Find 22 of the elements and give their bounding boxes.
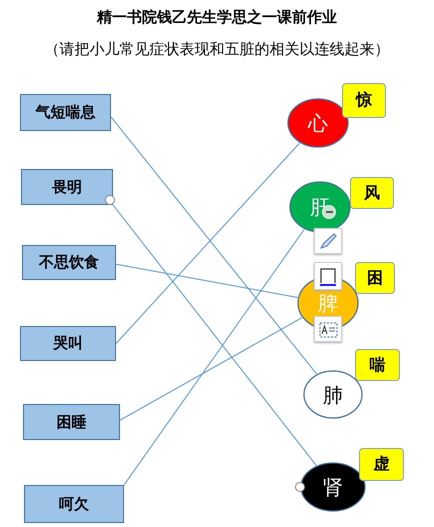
keyword-box: 风 bbox=[350, 177, 394, 209]
connector-line bbox=[112, 204, 317, 466]
organ-ellipse: 心 bbox=[287, 98, 349, 148]
keyword-box: 虚 bbox=[359, 448, 404, 481]
organ-ellipse: 肺 bbox=[303, 370, 363, 419]
symptom-box: 不思饮食 bbox=[22, 245, 116, 280]
symptom-box: 畏明 bbox=[21, 169, 113, 205]
symptom-box: 气短喘息 bbox=[20, 94, 111, 131]
connector-line bbox=[120, 317, 302, 421]
symptom-box: 呵欠 bbox=[24, 485, 124, 523]
connector-line bbox=[116, 142, 300, 344]
connector-line bbox=[124, 228, 305, 486]
connector-line bbox=[116, 264, 298, 298]
connector-line bbox=[110, 116, 318, 374]
title: 精一书院钱乙先生学思之一课前作业 bbox=[96, 8, 338, 27]
subtitle: （请把小儿常见症状表现和五脏的相关以连线起来） bbox=[44, 40, 390, 59]
organ-ellipse: 肾 bbox=[300, 462, 366, 512]
keyword-box: 惊 bbox=[342, 83, 386, 118]
symptom-box: 哭叫 bbox=[20, 326, 116, 361]
keyword-box: 喘 bbox=[355, 349, 400, 381]
keyword-box: 困 bbox=[355, 262, 395, 294]
symptom-box: 困睡 bbox=[23, 404, 120, 440]
